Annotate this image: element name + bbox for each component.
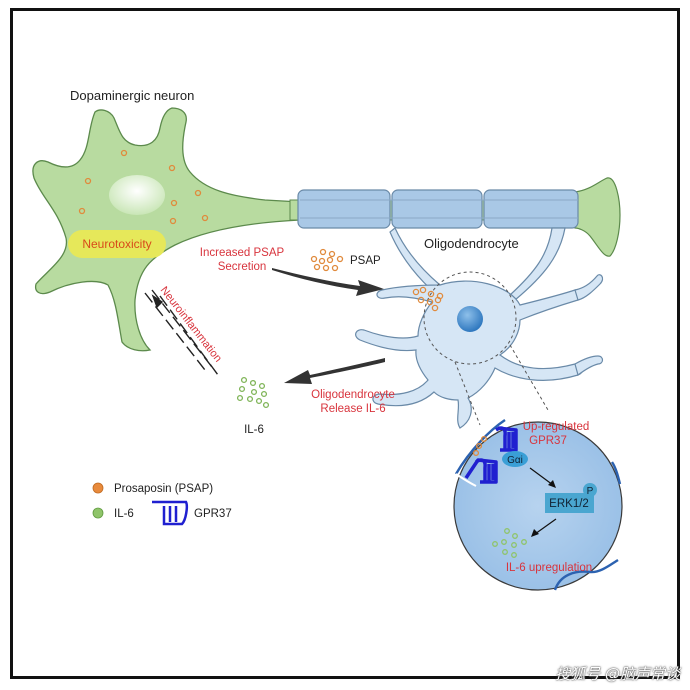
myelin-sheaths [297, 189, 579, 229]
legend-gpr37-label: GPR37 [194, 508, 232, 520]
increased-psap-label-1: Increased PSAP [200, 247, 285, 259]
erk-box [545, 493, 594, 513]
zoom-psap-dots [472, 435, 488, 457]
oligodendrocyte-cell [355, 227, 604, 429]
il6-label: IL-6 [244, 424, 264, 436]
oligodendrocyte-nucleus [457, 306, 483, 332]
il6-release-arrow [284, 358, 385, 384]
legend: Prosaposin (PSAP) IL-6 GPR37 [92, 482, 232, 526]
erk-to-il6-arrow [534, 518, 557, 535]
neuroinflammation-arrows [144, 289, 219, 376]
gpr37-receptor-icon [464, 426, 518, 484]
il6-dots-cluster [236, 376, 270, 409]
neuron-nucleus [109, 175, 165, 215]
legend-il6-label: IL-6 [114, 508, 134, 520]
neuron-title: Dopaminergic neuron [70, 88, 194, 103]
legend-gpr37-icon [152, 500, 189, 526]
zoom-connector-right [509, 344, 549, 411]
increased-psap-label-2: Secretion [218, 261, 267, 273]
neurotoxicity-badge [68, 230, 166, 258]
neuron-psap-dots [78, 149, 209, 225]
legend-psap-label: Prosaposin (PSAP) [114, 483, 213, 495]
upregulated-gpr37-label-1: Up-regulated [523, 421, 589, 433]
myelin-lines [300, 199, 578, 219]
il6-upregulation-label: IL-6 upregulation [506, 562, 592, 574]
zoom-region-outline [423, 271, 517, 365]
neuron-body [32, 107, 301, 352]
oligodendrocyte-title: Oligodendrocyte [424, 236, 519, 251]
legend-psap-icon [92, 482, 104, 494]
erk-label: ERK1/2 [549, 498, 589, 510]
olig-psap-dots [412, 286, 444, 312]
watermark: 搜狐号 @脑声常谈 [555, 665, 680, 683]
galpha-to-erk-arrow [529, 467, 554, 486]
axon-terminal [574, 177, 621, 257]
galpha-badge [502, 451, 528, 467]
upregulated-gpr37-label-2: GPR37 [529, 435, 567, 447]
olig-release-label-2: Release IL-6 [320, 403, 385, 415]
psap-label: PSAP [350, 255, 381, 267]
zoom-il6-dots [492, 528, 527, 558]
galpha-label: Gαi [507, 455, 523, 466]
psap-dots-cluster [310, 248, 344, 272]
olig-release-label-1: Oligodendrocyte [311, 389, 395, 401]
zoom-connector-left [454, 361, 481, 426]
phospho-badge [583, 483, 597, 497]
neurotoxicity-label: Neurotoxicity [82, 237, 151, 251]
psap-secretion-arrow [272, 268, 384, 296]
phospho-label: P [587, 486, 594, 497]
legend-il6-icon [92, 507, 104, 519]
